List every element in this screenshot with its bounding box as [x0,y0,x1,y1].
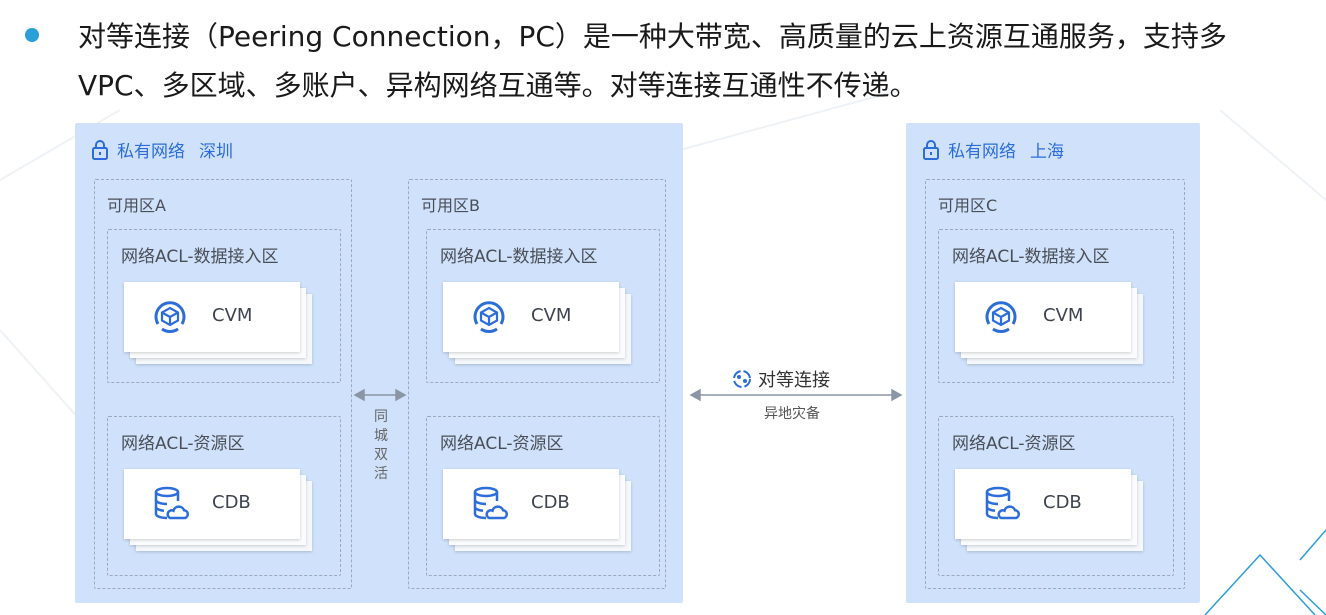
acl-data-access: 网络ACL-数据接入区 CVM [426,229,660,383]
peering-icon [733,370,751,388]
vpc-name: 私有网络 [948,142,1016,162]
lock-icon [92,139,108,160]
acl-data-access: 网络ACL-数据接入区 CVM [107,229,341,383]
resource-label: CDB [212,492,251,513]
zone-b: 可用区B 网络ACL-数据接入区 CVM 网络ACL-资源区 [408,179,666,589]
cdb-icon [154,486,190,520]
acl-label: 网络ACL-数据接入区 [952,247,1110,267]
resource-label: CVM [212,305,253,326]
cvm-card[interactable]: CVM [443,282,619,352]
cvm-card[interactable]: CVM [124,282,300,352]
cvm-icon [985,301,1017,334]
same-city-label: 同城双活 [374,409,388,482]
lock-icon [923,139,939,160]
acl-label: 网络ACL-数据接入区 [121,247,279,267]
cdb-icon [985,486,1021,520]
peering-label: 对等连接 [732,366,830,392]
cvm-icon [473,301,505,334]
vpc-shanghai: 私有网络 上海 可用区C 网络ACL-数据接入区 CVM 网络AC [906,123,1200,603]
zone-c: 可用区C 网络ACL-数据接入区 CVM 网络ACL-资源区 [925,179,1185,589]
cvm-icon [154,301,186,334]
vpc-title: 私有网络 上海 [922,137,1064,162]
acl-label: 网络ACL-资源区 [952,434,1076,454]
acl-label: 网络ACL-数据接入区 [440,247,598,267]
peering-label-text: 对等连接 [758,370,830,391]
cdb-card[interactable]: CDB [443,469,619,539]
peering-sub-label: 异地灾备 [764,406,820,422]
cvm-card[interactable]: CVM [955,282,1131,352]
vpc-shenzhen: 私有网络 深圳 可用区A 网络ACL-数据接入区 CVM 网 [75,123,683,603]
cdb-icon [473,486,509,520]
vpc-region: 深圳 [199,142,233,162]
cdb-card[interactable]: CDB [124,469,300,539]
resource-label: CVM [531,305,572,326]
acl-label: 网络ACL-资源区 [121,434,245,454]
acl-resource: 网络ACL-资源区 CDB [938,416,1174,576]
zone-a: 可用区A 网络ACL-数据接入区 CVM 网络ACL-资源区 [94,179,352,589]
acl-resource: 网络ACL-资源区 CDB [426,416,660,576]
acl-data-access: 网络ACL-数据接入区 CVM [938,229,1174,383]
resource-label: CDB [531,492,570,513]
vpc-region: 上海 [1030,142,1064,162]
acl-label: 网络ACL-资源区 [440,434,564,454]
description-text: 对等连接（Peering Connection，PC）是一种大带宽、高质量的云上… [78,20,1227,102]
resource-label: CVM [1043,305,1084,326]
resource-label: CDB [1043,492,1082,513]
zone-label: 可用区C [938,196,998,215]
cdb-card[interactable]: CDB [955,469,1131,539]
vpc-title: 私有网络 深圳 [91,137,233,162]
acl-resource: 网络ACL-资源区 CDB [107,416,341,576]
bullet-dot [25,28,39,42]
zone-label: 可用区B [421,196,480,215]
zone-label: 可用区A [107,196,166,215]
vpc-name: 私有网络 [117,142,185,162]
